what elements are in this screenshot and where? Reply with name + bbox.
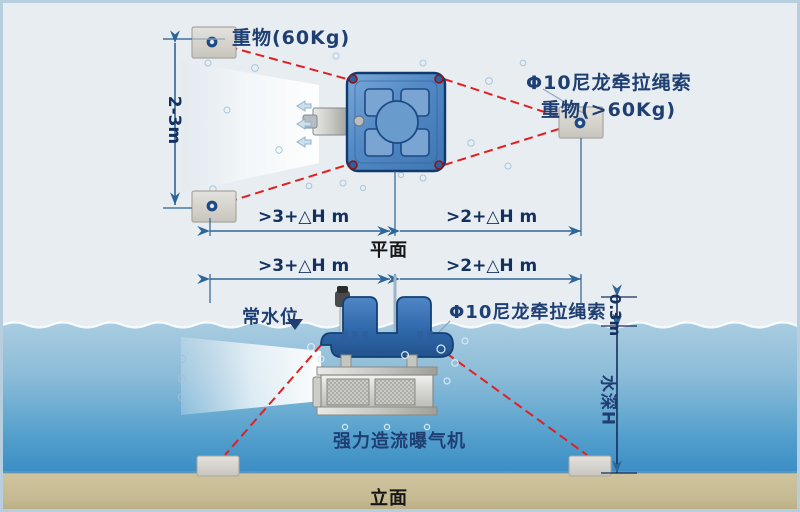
elevation-anchor-left: [196, 455, 240, 477]
dimension-elevation-right: >2+△H m: [446, 256, 538, 276]
plan-rope-lines: [214, 42, 579, 207]
dimension-vertical-span: 2-3m: [164, 95, 184, 145]
plan-vertical-dimension: [163, 30, 192, 209]
plan-horizontal-dimensions: [197, 138, 582, 236]
elevation-anchor-right: [568, 455, 612, 477]
elevation-rope-lines: [224, 344, 588, 456]
title-elevation-view: 立面: [370, 488, 408, 509]
label-weight-top: 重物(60Kg): [232, 27, 351, 49]
dimension-plan-left: >3+△H m: [258, 207, 350, 227]
plan-anchor-right: [558, 106, 604, 139]
dimension-elevation-left: >3+△H m: [258, 256, 350, 276]
elevation-bubbles: [307, 337, 469, 431]
elevation-flow-arrows: [177, 354, 187, 402]
elevation-flow-jet: [181, 337, 321, 415]
plan-bubbles: [204, 52, 527, 193]
label-rope-plan: Φ10尼龙牵拉绳索: [526, 72, 692, 94]
ground-sand: [3, 471, 797, 509]
plan-anchor-top: [191, 26, 237, 59]
dimension-freeboard: 0.3m: [606, 293, 624, 337]
plan-aerator-unit: [302, 71, 447, 173]
water-level-marker: [287, 319, 303, 330]
dimension-plan-right: >2+△H m: [446, 207, 538, 227]
label-weight-right: 重物(>60Kg): [541, 99, 677, 121]
plan-flow-arrows: [296, 100, 312, 148]
label-water-level: 常水位: [242, 307, 299, 328]
diagram-svg: [3, 26, 797, 509]
elevation-aerator-unit: [312, 275, 454, 416]
water-depth-dimension: [601, 315, 637, 474]
plan-anchor-bottom: [191, 190, 237, 223]
label-rope-elevation: Φ10尼龙牵拉绳索: [449, 302, 607, 323]
label-water-depth: 水深H: [597, 374, 618, 427]
title-plan-view: 平面: [370, 240, 408, 261]
plan-flow-jet: [181, 61, 319, 193]
label-machine: 强力造流曝气机: [333, 431, 466, 452]
